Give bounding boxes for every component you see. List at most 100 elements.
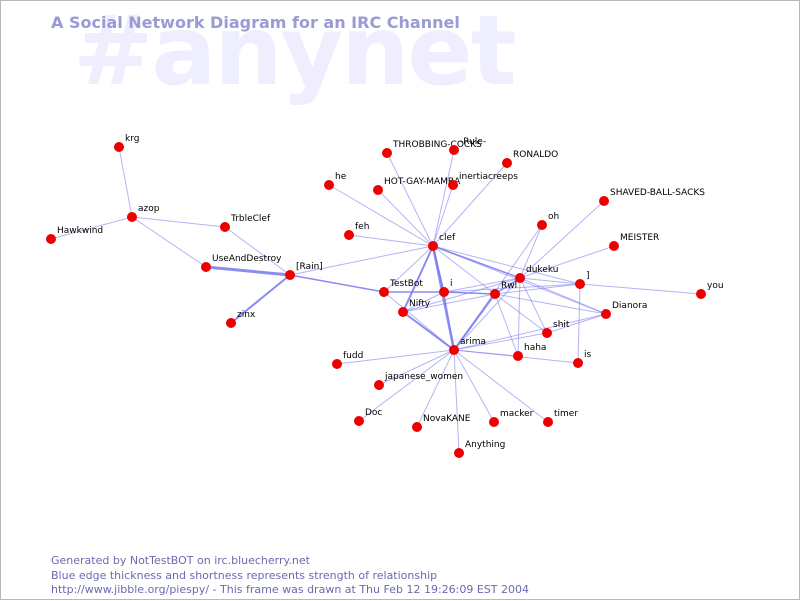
- node-label-feh: feh: [355, 222, 369, 232]
- node-shaved: SHAVED-BALL-SACKS: [599, 188, 705, 206]
- edge-japanese-arima: [378, 349, 455, 386]
- edge-rule-clef: [432, 149, 455, 247]
- edge-zinx-rain: [230, 274, 291, 324]
- edge-rwl-arima: [453, 293, 496, 351]
- edge-rwl-dianora: [494, 293, 607, 315]
- edge-fudd-arima: [336, 349, 455, 365]
- node-he: he: [324, 172, 347, 190]
- node-dot-shaved: [599, 196, 609, 206]
- node-useanddestroy: UseAndDestroy: [201, 254, 282, 272]
- node-label-useanddestroy: UseAndDestroy: [212, 254, 282, 264]
- node-label-shit: shit: [553, 320, 570, 330]
- node-dot-you: [696, 289, 706, 299]
- edge-doc-arima: [358, 349, 455, 422]
- edge-bracket-is: [577, 283, 581, 364]
- edge-dukeku-nifty: [402, 277, 521, 313]
- node-dot-anything: [454, 448, 464, 458]
- node-dot-krg: [114, 142, 124, 152]
- edge-macker-arima: [453, 349, 495, 423]
- edge-clef-bracket: [432, 245, 581, 285]
- channel-watermark: #anynet: [73, 0, 516, 107]
- node-dot-ronaldo: [502, 158, 512, 168]
- edge-rwl-shit: [494, 293, 548, 334]
- node-hotgay: HOT-GAY-MAMBA: [373, 177, 461, 195]
- node-dot-throbbing: [382, 148, 392, 158]
- edge-dukeku-bracket: [519, 277, 581, 285]
- node-dot-i: [439, 287, 449, 297]
- diagram-title: A Social Network Diagram for an IRC Chan…: [51, 13, 460, 32]
- node-dot-novakane: [412, 422, 422, 432]
- edge-clef-testbot: [383, 245, 434, 293]
- node-inertia: inertiacreeps: [448, 172, 518, 190]
- node-dot-japanese: [374, 380, 384, 390]
- node-dot-timer: [543, 417, 553, 427]
- node-azop: azop: [127, 204, 160, 222]
- edge-rwl-haha: [494, 293, 519, 357]
- node-novakane: NovaKANE: [412, 414, 471, 432]
- edge-useanddestroy-rain: [205, 265, 291, 277]
- edge-clef-rwl: [432, 245, 496, 295]
- edge-shaved-dukeku: [519, 200, 605, 279]
- node-dot-nifty: [398, 307, 408, 317]
- node-label-zinx: zinx: [237, 310, 256, 320]
- node-label-inertia: inertiacreeps: [459, 172, 518, 182]
- node-is: is: [573, 350, 592, 368]
- node-i: i: [439, 279, 453, 297]
- node-label-is: is: [584, 350, 592, 360]
- edge-i-rwl: [443, 291, 496, 295]
- node-dot-useanddestroy: [201, 262, 211, 272]
- footer-legend-note: Blue edge thickness and shortness repres…: [51, 568, 438, 582]
- node-fudd: fudd: [332, 351, 363, 369]
- node-dot-rain: [285, 270, 295, 280]
- node-dot-doc: [354, 416, 364, 426]
- edge-throbbing-clef: [386, 152, 434, 247]
- edge-dukeku-haha: [517, 277, 521, 357]
- node-rule: -Rule-: [449, 137, 486, 155]
- node-krg: krg: [114, 134, 139, 152]
- node-label-novakane: NovaKANE: [423, 414, 471, 424]
- edge-azop-trbleclef: [131, 216, 226, 228]
- node-label-rain: [Rain]: [296, 262, 323, 272]
- edge-novakane-arima: [416, 349, 455, 428]
- node-dot-clef: [428, 241, 438, 251]
- node-label-i: i: [450, 279, 453, 289]
- node-label-testbot: TestBot: [389, 279, 423, 289]
- node-testbot: TestBot: [379, 279, 423, 297]
- edge-inertia-clef: [432, 184, 454, 247]
- edge-rain-testbot: [289, 274, 385, 293]
- edge-anything-arima: [453, 349, 460, 454]
- edge-dukeku-dianora: [519, 277, 607, 315]
- node-ronaldo: RONALDO: [502, 150, 558, 168]
- node-dot-dukeku: [515, 273, 525, 283]
- node-doc: Doc: [354, 408, 382, 426]
- edge-rwl-nifty: [402, 293, 496, 313]
- node-label-anything: Anything: [465, 440, 505, 450]
- node-label-hawkwind: Hawkwind: [57, 226, 103, 236]
- edge-ronaldo-clef: [432, 162, 508, 247]
- footer-generated-by: Generated by NotTestBOT on irc.bluecherr…: [51, 554, 310, 567]
- node-dot-rwl: [490, 289, 500, 299]
- edge-feh-clef: [348, 234, 434, 247]
- node-shit: shit: [542, 320, 570, 338]
- node-label-throbbing: THROBBING-COCKS: [392, 140, 482, 150]
- edge-shit-arima: [453, 332, 548, 351]
- edge-meister-dukeku: [519, 245, 615, 279]
- node-dot-azop: [127, 212, 137, 222]
- edge-hawkwind-azop: [50, 216, 133, 240]
- node-dot-feh: [344, 230, 354, 240]
- footer-url-timestamp: http://www.jibble.org/piespy/ - This fra…: [51, 583, 530, 596]
- node-label-ronaldo: RONALDO: [513, 150, 558, 160]
- node-dot-hotgay: [373, 185, 383, 195]
- node-haha: haha: [513, 343, 546, 361]
- node-label-bracket: ]: [586, 271, 590, 281]
- node-zinx: zinx: [226, 310, 256, 328]
- node-anything: Anything: [454, 440, 505, 458]
- node-dot-trbleclef: [220, 222, 230, 232]
- node-label-fudd: fudd: [343, 351, 363, 361]
- node-trbleclef: TrbleClef: [220, 214, 271, 232]
- edge-bracket-you: [579, 283, 702, 295]
- node-japanese: japanese_women: [374, 372, 463, 390]
